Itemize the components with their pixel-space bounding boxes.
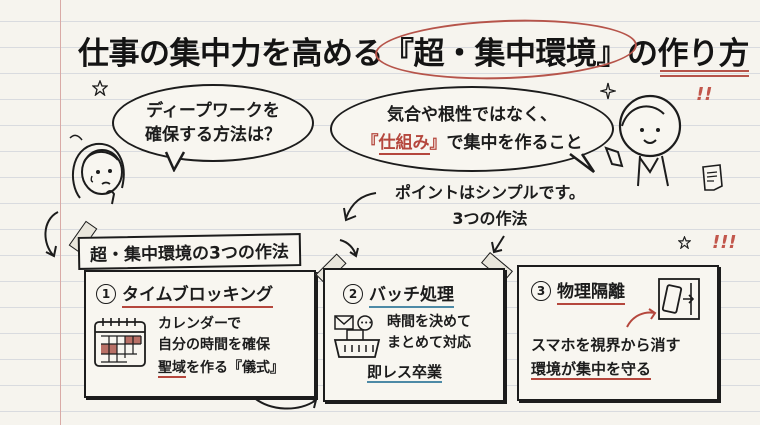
card-body: 時間を決めて まとめて対応 [387, 312, 471, 354]
card-title: 3 物理隔離 [531, 277, 625, 305]
card-number: 1 [96, 284, 116, 304]
card-emphasis: 環境が集中を守る [531, 360, 652, 380]
curved-arrow-icon [44, 211, 59, 258]
memo-icon [702, 164, 723, 191]
question-line-2: 確保する方法は？ [145, 125, 281, 145]
card-emphasis: 即レス卒業 [367, 363, 443, 383]
card-title-label: タイムブロッキング [122, 285, 274, 308]
bubble-tail [164, 151, 186, 172]
card-line: 自分の時間を確保 [158, 337, 270, 353]
card-body: スマホを視界から消す [531, 335, 681, 356]
card-title-label: 物理隔離 [557, 282, 625, 305]
calendar-icon [94, 318, 146, 367]
svg-text:•••: ••• [360, 319, 372, 327]
mail-basket-icon: ••• [333, 315, 381, 358]
notebook-margin-line [60, 0, 61, 425]
question-line-1: ディープワークを [146, 101, 280, 121]
answer-speech-bubble: 気合や根性ではなく、 『仕組み』で集中を作ること [330, 86, 614, 172]
sparkle-icon [600, 82, 616, 100]
card-tail: を作る『儀式』 [186, 360, 284, 376]
answer-line-1: 気合や根性ではなく、 [387, 105, 557, 125]
arrow-down-icon [491, 235, 505, 254]
quote-close: 』 [429, 133, 447, 153]
card-body: カレンダーで 自分の時間を確保 [158, 314, 270, 356]
card-line: スマホを視界から消す [531, 336, 681, 354]
method-card-time-blocking: 1 タイムブロッキング カレンダーで 自分の時間を確保 聖域を作る『儀式』 [84, 270, 316, 398]
card-line: カレンダーで [158, 316, 242, 332]
card-emphasis: 聖域 [158, 360, 186, 378]
quote-open: 『 [361, 133, 379, 153]
title-highlight: 『超・集中環境』 [383, 28, 628, 73]
point-line-2: 3つの作法 [452, 209, 528, 228]
point-caption: ポイントはシンプルです。 3つの作法 [395, 180, 585, 232]
bubble-tail [569, 153, 596, 173]
card-title-label: バッチ処理 [369, 285, 454, 308]
answer-line-2-rest: で集中を作ること [446, 133, 583, 153]
card-title: 1 タイムブロッキング [96, 280, 274, 308]
title-underlined: 作り方 [658, 28, 749, 77]
exclamation-icon: !! [696, 84, 713, 105]
answer-emphasis: 仕組み [378, 133, 430, 155]
curved-arrow-icon [251, 395, 318, 410]
question-speech-bubble: ディープワークを 確保する方法は？ [112, 84, 314, 162]
star-icon [92, 80, 108, 96]
card-emphasis-line: 環境が集中を守る [531, 359, 652, 380]
arrow-down-left-icon [343, 192, 377, 222]
card-line: まとめて対応 [387, 335, 471, 351]
method-card-batch-processing: 2 バッチ処理 ••• 時間を決めて まとめて対応 即レス卒業 [323, 268, 505, 402]
point-line-1: ポイントはシンプルです。 [395, 183, 585, 202]
card-number: 3 [531, 281, 551, 301]
card-emphasis-line: 即レス卒業 [367, 362, 443, 383]
card-line: 時間を決めて [387, 314, 471, 330]
method-card-physical-isolation: 3 物理隔離 スマホを視界から消す 環境が集中を守る [517, 265, 719, 401]
card-title: 2 バッチ処理 [343, 280, 454, 308]
worried-girl-illustration [69, 134, 125, 205]
card-number: 2 [343, 284, 363, 304]
answer-line-2: 『仕組み』で集中を作ること [362, 129, 583, 157]
exclamation-icon: !!! [712, 232, 737, 253]
phone-exit-icon [658, 278, 700, 320]
page-title: 仕事の集中力を高める『超・集中環境』の作り方 [78, 28, 749, 77]
title-prefix: 仕事の集中力を高める [78, 36, 384, 72]
curved-red-arrow-icon [626, 308, 657, 328]
card-emphasis-line: 聖域を作る『儀式』 [158, 358, 284, 379]
curved-arrow-icon [339, 239, 359, 258]
section-label: 超・集中環境の3つの作法 [77, 233, 302, 270]
smiling-woman-illustration [604, 94, 682, 187]
star-icon [678, 236, 691, 249]
